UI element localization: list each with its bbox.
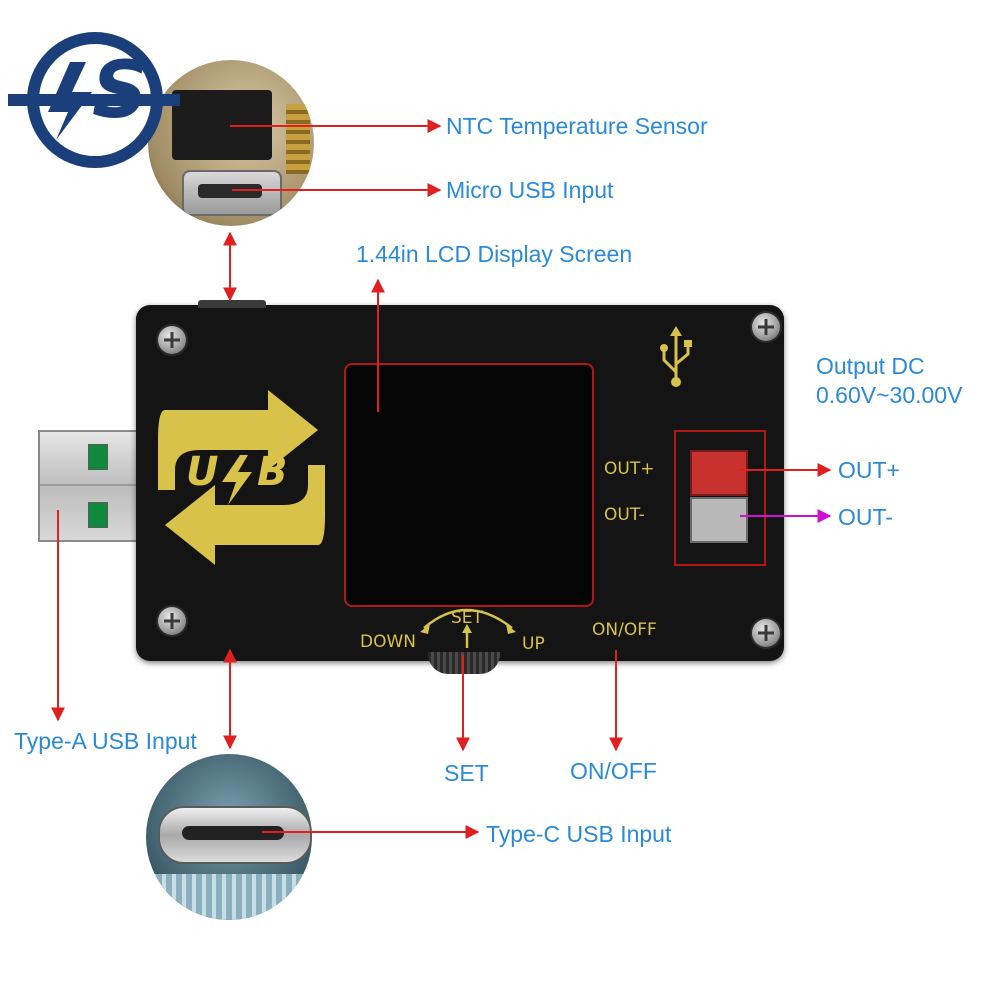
out-plus-label: OUT+ [838,457,900,483]
silk-on-off: ON/OFF [592,620,657,640]
output-terminal-frame [674,430,766,566]
out-plus-terminal [690,450,748,496]
pcb-strip [146,874,312,920]
ntc-micro-usb-closeup [148,60,314,226]
usb-badge-letter-u: U [186,449,219,495]
type-a-usb-plug [38,430,142,542]
micro-usb-port [198,300,266,308]
ntc-temperature-sensor-label: NTC Temperature Sensor [446,113,708,139]
out-minus-terminal [690,497,748,543]
gold-pads [286,104,310,174]
brand-logo-letter: S [92,46,149,136]
type-c-closeup [146,754,312,920]
screw-icon [752,619,780,647]
usb-plug-seam [40,484,140,486]
silk-out-plus: OUT+ [604,459,655,479]
silk-down: DOWN [360,632,416,652]
on-off-label: ON/OFF [570,758,657,784]
screw-icon [158,607,186,635]
set-label: SET [444,760,489,786]
silk-out-minus: OUT- [604,505,645,525]
silk-set: SET [451,608,483,628]
micro-usb-receptacle [182,170,282,216]
screw-icon [158,326,186,354]
type-c-usb-input-label: Type-C USB Input [486,821,672,847]
usb-contact-hole [88,502,108,528]
micro-usb-input-label: Micro USB Input [446,177,614,203]
output-dc-range-label: 0.60V~30.00V [816,382,963,408]
type-c-tongue [182,826,284,840]
micro-usb-slot [198,184,262,198]
screw-icon [752,313,780,341]
output-dc-label: Output DC [816,353,925,379]
type-c-receptacle [158,806,312,864]
usb-badge-letter-b: B [257,449,288,495]
lcd-display [344,363,594,607]
type-a-usb-input-label: Type-A USB Input [14,728,197,754]
out-minus-label: OUT- [838,504,893,530]
usb-contact-hole [88,444,108,470]
lcd-display-label: 1.44in LCD Display Screen [356,241,633,267]
silk-up: UP [522,634,545,654]
